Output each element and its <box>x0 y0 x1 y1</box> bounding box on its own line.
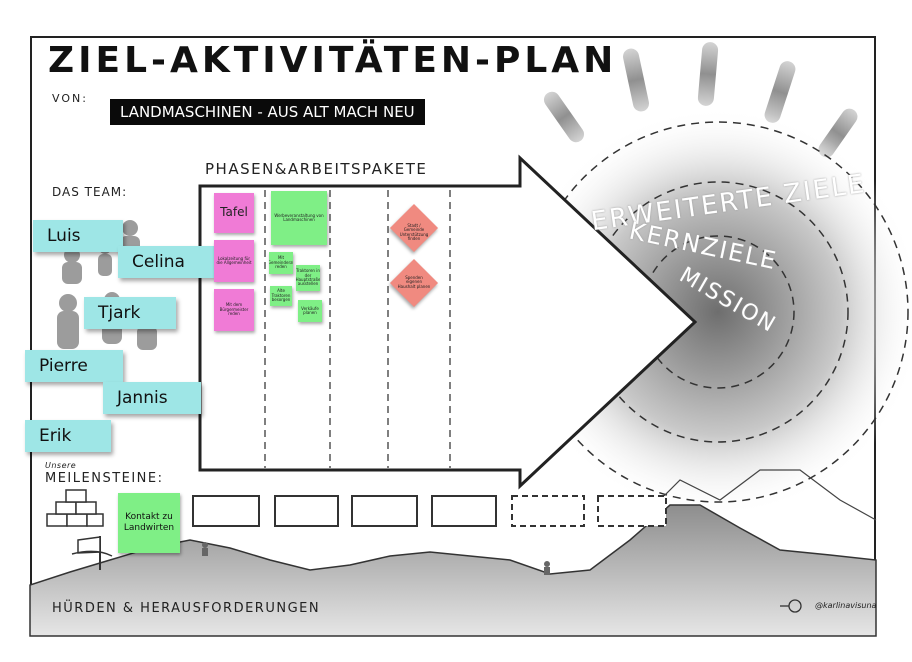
milestone-note: Kontakt zu Landwirten <box>118 493 180 553</box>
activity-note: Tafel <box>214 193 254 233</box>
activity-note: Lokalzeitung für die Allgemeinheit <box>214 240 254 282</box>
flag-icon <box>71 536 113 570</box>
signature-text: @karlinavisuna <box>815 601 877 610</box>
milestone-boxes <box>192 495 667 527</box>
outer-goal-ring <box>527 121 909 503</box>
activity-note: Mit Gemeinderat reden <box>269 252 293 274</box>
hurdles-label: HÜRDEN & HERAUSFORDERUNGEN <box>52 601 321 616</box>
far-mountains <box>639 469 877 521</box>
activity-note: Werbeveranstaltung von Landmaschinen <box>271 191 327 245</box>
von-label: VON: <box>52 92 88 105</box>
team-member-jannis: Jannis <box>103 382 201 414</box>
activity-note: Alte Traktoren besorgen <box>270 286 292 306</box>
activity-note: Traktoren in der Hauptstraße ausstellen <box>296 265 320 291</box>
milestones-label: Unsere MEILENSTEINE: <box>45 458 164 485</box>
risk-note-text: Stadt / Gemeinde Unterstützung finden <box>399 223 429 242</box>
phases-label: PHASEN&ARBEITSPAKETE <box>205 160 428 178</box>
milestones-label-prefix: Unsere <box>45 461 77 470</box>
goal-glow <box>513 107 912 517</box>
activity-note: Verkäufe planen <box>298 300 322 322</box>
risk-note-text: Spenden eigenen Haushalt planen <box>397 275 431 289</box>
team-member-erik: Erik <box>25 420 111 452</box>
bricks-icon <box>46 489 104 527</box>
signature-icon <box>780 599 802 613</box>
team-member-pierre: Pierre <box>25 350 123 382</box>
team-member-tjark: Tjark <box>84 297 176 329</box>
page-title: ZIEL-AKTIVITÄTEN-PLAN <box>48 40 618 81</box>
project-name: LANDMASCHINEN - AUS ALT MACH NEU <box>110 99 425 125</box>
team-member-celina: Celina <box>118 246 214 278</box>
phase-dividers <box>264 190 451 468</box>
team-member-luis: Luis <box>33 220 123 252</box>
climber-figures <box>202 542 550 575</box>
activity-note: Mit dem Bürgermeister reden <box>214 289 254 331</box>
milestones-label-main: MEILENSTEINE: <box>45 470 164 486</box>
team-label: DAS TEAM: <box>52 185 128 199</box>
